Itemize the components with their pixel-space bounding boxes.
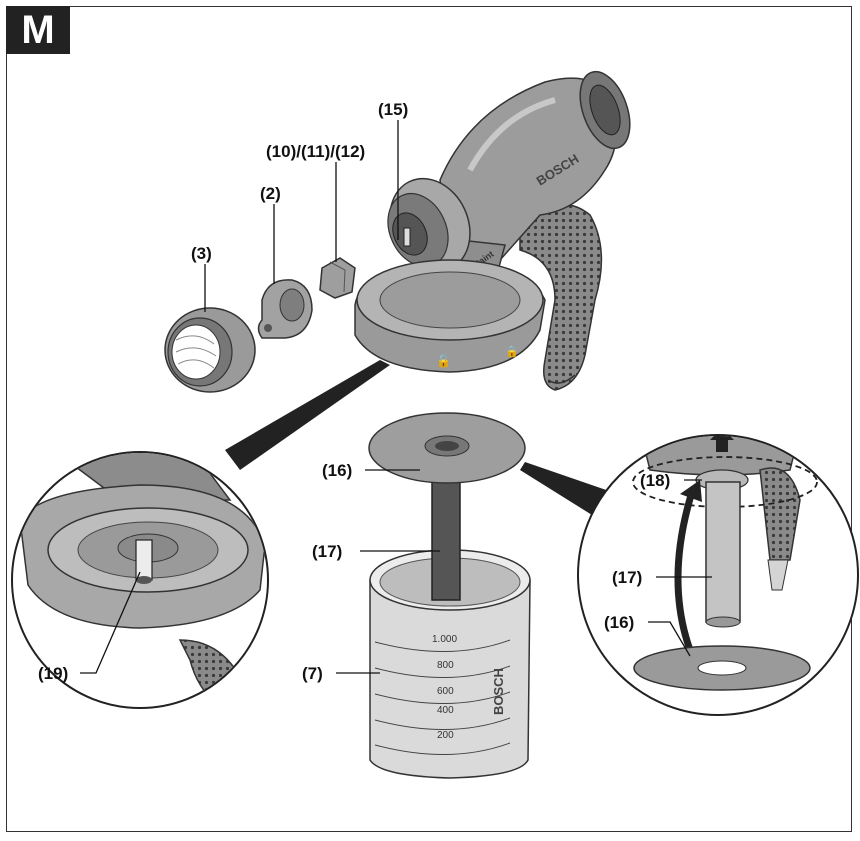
container-brand: BOSCH xyxy=(491,668,506,715)
right-detail-connector xyxy=(520,462,612,520)
spray-gun: BOSCH ALLPaint 🔓 🔒 xyxy=(354,70,631,391)
paint-container: 1.000 800 600 400 200 BOSCH xyxy=(369,549,531,779)
leader-lines xyxy=(80,120,712,674)
scale-mark-400: 400 xyxy=(437,705,454,716)
scale-mark-200: 200 xyxy=(437,730,454,741)
left-detail-view xyxy=(11,451,269,709)
callout-3: (3) xyxy=(191,244,212,263)
right-detail-view xyxy=(577,434,859,716)
suction-tube xyxy=(431,469,461,601)
up-arrow xyxy=(710,436,734,452)
callout-16-detail: (16) xyxy=(604,613,634,632)
part-union-nut xyxy=(164,307,256,393)
lid-lock-icon: 🔒 xyxy=(505,345,519,358)
figure-badge: M xyxy=(6,6,70,54)
callout-7: (7) xyxy=(302,664,323,683)
rotate-arrow xyxy=(674,490,696,652)
callout-19: (19) xyxy=(38,664,68,683)
handle-grip-edge xyxy=(547,374,576,384)
callout-10-11-12: (10)/(11)/(12) xyxy=(266,142,365,161)
lid-unlock-icon: 🔓 xyxy=(436,354,451,368)
filter-disc xyxy=(368,412,526,484)
rotate-arrow-head xyxy=(680,480,702,502)
callout-15: (15) xyxy=(378,100,408,119)
scale-mark-800: 800 xyxy=(437,660,454,671)
scale-mark-600: 600 xyxy=(437,686,454,697)
gun-handle xyxy=(519,203,603,391)
container-body xyxy=(369,579,531,779)
callout-17-detail: (17) xyxy=(612,568,642,587)
left-detail-connector xyxy=(225,360,390,470)
callout-2: (2) xyxy=(260,184,281,203)
detail-suction-tube xyxy=(705,481,741,623)
rear-air-inlet-inner xyxy=(589,84,621,136)
callout-17: (17) xyxy=(312,542,342,561)
part-nozzle-insert xyxy=(319,257,356,299)
scale-mark-1000: 1.000 xyxy=(432,634,457,645)
figure-frame xyxy=(6,6,852,832)
lid-outline-dashed xyxy=(632,456,818,508)
part-air-cap xyxy=(257,279,313,339)
gun-body-highlight xyxy=(467,97,556,172)
callout-18: (18) xyxy=(640,471,670,490)
callout-16: (16) xyxy=(322,461,352,480)
suction-tube-stub xyxy=(403,227,411,247)
lid-inner-recess xyxy=(379,271,521,329)
